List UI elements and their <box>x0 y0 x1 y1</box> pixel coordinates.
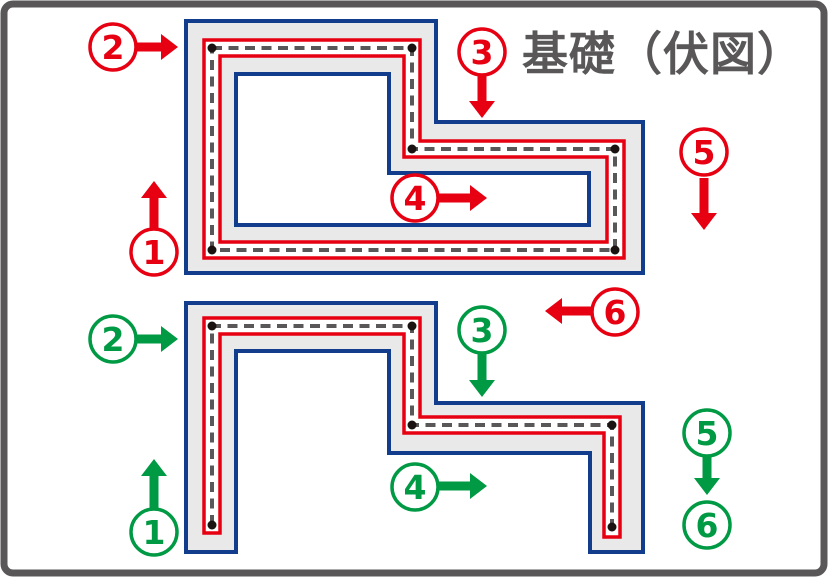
step-circle <box>390 173 440 223</box>
corner-dot <box>207 321 217 331</box>
corner-dot <box>207 43 217 53</box>
corner-dot <box>407 144 417 154</box>
top-step-5-marker: 5 <box>679 127 729 230</box>
corner-dot <box>407 321 417 331</box>
arrow-down-icon <box>469 76 495 118</box>
top-step-4-marker: 4 <box>390 173 487 223</box>
page-title: 基礎（伏図） <box>522 27 804 81</box>
step-number: 6 <box>604 293 627 332</box>
top-step-1-marker: 1 <box>129 181 179 277</box>
step-number: 2 <box>102 320 125 359</box>
arrow-down-icon <box>469 354 495 397</box>
top-centerline-corner-dots <box>207 43 620 255</box>
top-step-6-marker: 6 <box>545 287 640 337</box>
arrow-up-icon <box>141 459 167 508</box>
arrow-down-icon <box>694 457 720 495</box>
arrow-right-icon <box>439 473 487 499</box>
bottom-step-1-marker: 1 <box>129 459 179 557</box>
top-foundation-plan: 1 2 3 4 5 6 <box>88 19 729 337</box>
corner-dot <box>610 144 620 154</box>
bottom-step-5-marker: 5 <box>682 408 732 495</box>
step-number: 2 <box>102 28 125 67</box>
step-number: 3 <box>471 311 494 350</box>
bottom-centerline-dashed <box>210 324 614 527</box>
step-number: 3 <box>471 33 494 72</box>
step-circle <box>679 127 729 177</box>
step-number: 4 <box>404 468 427 507</box>
step-number: 5 <box>696 414 719 453</box>
bottom-foundation-plan: 1 2 3 4 5 6 <box>88 301 732 557</box>
bottom-step-2-marker: 2 <box>88 314 178 364</box>
step-circle <box>457 305 507 355</box>
arrow-right-icon <box>137 326 178 352</box>
step-number: 4 <box>404 179 427 218</box>
step-circle <box>129 227 179 277</box>
step-circle <box>682 408 732 458</box>
corner-dot <box>407 43 417 53</box>
corner-dot <box>607 522 617 532</box>
bottom-step-4-marker: 4 <box>390 462 487 512</box>
corner-dot <box>610 245 620 255</box>
arrow-down-icon <box>691 178 717 230</box>
arrow-left-icon <box>545 298 591 324</box>
top-step-2-marker: 2 <box>88 22 178 72</box>
step-circle <box>682 500 732 550</box>
step-number: 1 <box>143 513 166 552</box>
step-circle <box>88 314 138 364</box>
corner-dot <box>207 520 217 530</box>
top-footing-inner-opening <box>234 72 591 227</box>
arrow-right-icon <box>439 185 487 211</box>
step-circle <box>88 22 138 72</box>
corner-dot <box>407 420 417 430</box>
bottom-step-6-marker: 6 <box>682 500 732 550</box>
step-number: 1 <box>143 233 166 272</box>
arrow-up-icon <box>141 181 167 228</box>
arrow-right-icon <box>137 34 178 60</box>
bottom-step-3-marker: 3 <box>457 305 507 397</box>
step-circle <box>590 287 640 337</box>
bottom-centerline-corner-dots <box>207 321 617 532</box>
corner-dot <box>607 420 617 430</box>
step-circle <box>129 507 179 557</box>
step-circle <box>457 27 507 77</box>
step-number: 5 <box>693 133 716 172</box>
corner-dot <box>207 245 217 255</box>
top-step-3-marker: 3 <box>457 27 507 118</box>
step-circle <box>390 462 440 512</box>
step-number: 6 <box>696 506 719 545</box>
